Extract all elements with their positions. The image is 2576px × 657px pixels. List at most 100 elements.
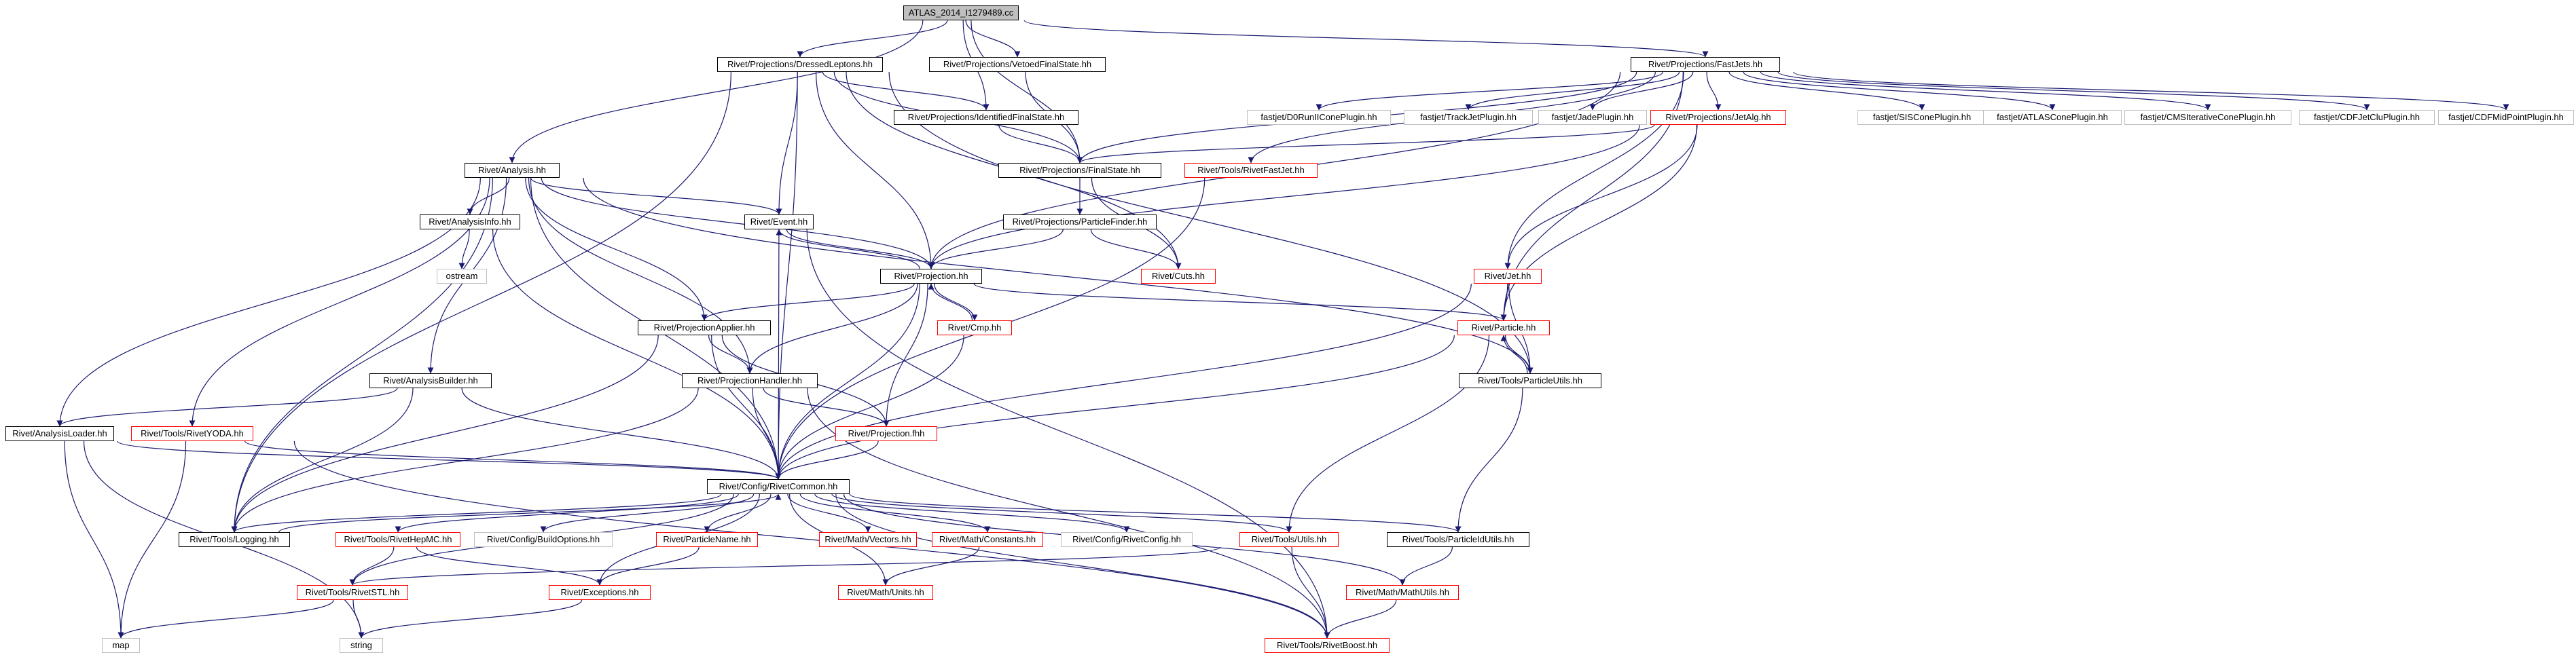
node-projhandler[interactable]: Rivet/ProjectionHandler.hh — [682, 373, 818, 388]
node-mathutils[interactable]: Rivet/Math/MathUtils.hh — [1346, 585, 1459, 600]
node-event[interactable]: Rivet/Event.hh — [744, 214, 814, 229]
edge-particlefinder-to-cuts — [1090, 229, 1182, 269]
node-buildoptions: Rivet/Config/BuildOptions.hh — [474, 532, 613, 547]
edge-fastjets-to-trackjet — [1465, 71, 1680, 111]
node-particleutils[interactable]: Rivet/Tools/ParticleUtils.hh — [1459, 373, 1601, 388]
edge-jet-to-particle — [1500, 283, 1508, 321]
edge-projapplier-to-projhandler — [708, 335, 753, 374]
edge-rivetcommon-to-utils — [831, 493, 1292, 533]
node-rivetconfig: Rivet/Config/RivetConfig.hh — [1061, 532, 1193, 547]
edge-particleidutils-to-mathutils — [1399, 546, 1453, 586]
edge-rivetstl-to-map — [117, 599, 334, 639]
node-fastjets[interactable]: Rivet/Projections/FastJets.hh — [1631, 57, 1780, 72]
node-particleidutils[interactable]: Rivet/Tools/ParticleIdUtils.hh — [1387, 532, 1529, 547]
node-rivetcommon[interactable]: Rivet/Config/RivetCommon.hh — [707, 479, 850, 494]
edge-event-to-rivetcommon — [775, 229, 782, 480]
node-particle[interactable]: Rivet/Particle.hh — [1457, 320, 1550, 335]
edge-constants-to-units — [882, 546, 980, 586]
edge-rivetcommon-to-particleidutils — [849, 493, 1462, 533]
node-projection[interactable]: Rivet/Projection.hh — [880, 269, 982, 284]
node-constants[interactable]: Rivet/Math/Constants.hh — [932, 532, 1043, 547]
edge-rivetcommon-to-rivethepmc — [395, 493, 739, 533]
node-rivetyoda[interactable]: Rivet/Tools/RivetYODA.hh — [131, 426, 253, 441]
edge-rivetcommon-to-particlename — [704, 493, 772, 533]
edge-rivetcommon-to-rivetconfig — [814, 493, 1130, 533]
edge-jetalg-to-jet — [1504, 124, 1698, 269]
node-rivetfastjet[interactable]: Rivet/Tools/RivetFastJet.hh — [1184, 163, 1318, 178]
edge-rivethepmc-to-exceptions — [416, 546, 603, 586]
edge-event-to-rivetboost — [806, 229, 1330, 639]
node-cmsiter: fastjet/CMSIterativeConePlugin.hh — [2124, 110, 2291, 125]
node-vetoedfinalstate[interactable]: Rivet/Projections/VetoedFinalState.hh — [929, 57, 1106, 72]
node-rivetstl[interactable]: Rivet/Tools/RivetSTL.hh — [297, 585, 408, 600]
node-identifiedfs[interactable]: Rivet/Projections/IdentifiedFinalState.h… — [894, 110, 1078, 125]
node-d0runii: fastjet/D0RunIIConePlugin.hh — [1247, 110, 1391, 125]
edge-dressedleptons-to-rivetcommon — [775, 71, 798, 480]
node-trackjet: fastjet/TrackJetPlugin.hh — [1404, 110, 1533, 125]
edge-analysisloader-to-rivetcommon — [117, 440, 782, 480]
edge-rivetcommon-to-constants — [799, 493, 991, 533]
node-rivethepmc[interactable]: Rivet/Tools/RivetHepMC.hh — [335, 532, 460, 547]
node-ostream: ostream — [437, 269, 487, 284]
node-logging[interactable]: Rivet/Tools/Logging.hh — [179, 532, 290, 547]
edge-utils-to-rivetboost — [1291, 546, 1330, 639]
edge-fastjets-to-cdfjetclu — [1777, 71, 2370, 111]
edge-dressedleptons-to-logging — [231, 71, 731, 533]
edge-rivetcommon-to-logging — [231, 493, 722, 533]
node-analysisbuilder[interactable]: Rivet/AnalysisBuilder.hh — [369, 373, 492, 388]
node-cuts[interactable]: Rivet/Cuts.hh — [1141, 269, 1216, 284]
edge-projhandler-to-logging — [231, 388, 699, 533]
node-map: map — [102, 638, 140, 653]
node-units[interactable]: Rivet/Math/Units.hh — [838, 585, 933, 600]
node-jetalg[interactable]: Rivet/Projections/JetAlg.hh — [1650, 110, 1786, 125]
edge-fastjets-to-jade — [1589, 71, 1694, 111]
node-jet[interactable]: Rivet/Jet.hh — [1474, 269, 1542, 284]
edge-rivetyoda-to-rivetboost — [293, 440, 1330, 639]
node-cmp[interactable]: Rivet/Cmp.hh — [937, 320, 1012, 335]
edge-fastjets-to-siscone — [1728, 71, 1925, 111]
edge-jet-to-rivetcommon — [775, 283, 1472, 480]
edge-dressedleptons-to-particleutils — [888, 71, 1534, 374]
edge-rivetyoda-to-map — [117, 440, 187, 639]
node-atlascone: fastjet/ATLASConePlugin.hh — [1983, 110, 2122, 125]
edge-analysisinfo-to-ostream — [458, 229, 470, 269]
node-utils[interactable]: Rivet/Tools/Utils.hh — [1239, 532, 1339, 547]
edge-fastjets-to-d0runii — [1316, 71, 1664, 111]
node-rivetboost[interactable]: Rivet/Tools/RivetBoost.hh — [1265, 638, 1390, 653]
edge-analysisinfo-to-rivetcommon — [492, 229, 782, 480]
node-dressedleptons[interactable]: Rivet/Projections/DressedLeptons.hh — [717, 57, 883, 72]
edge-cmp-to-projection — [928, 283, 973, 321]
edge-analysis-to-analysisinfo — [467, 177, 510, 215]
edge-particlename-to-exceptions — [596, 546, 700, 586]
edge-projhandler-to-rivetcommon — [752, 388, 782, 480]
edge-analysis-to-projection — [541, 177, 935, 269]
node-vectors[interactable]: Rivet/Math/Vectors.hh — [819, 532, 917, 547]
node-analysisinfo[interactable]: Rivet/AnalysisInfo.hh — [420, 214, 520, 229]
node-analysisloader[interactable]: Rivet/AnalysisLoader.hh — [5, 426, 114, 441]
edge-particle-to-rivetcommon — [775, 335, 1455, 480]
node-particlefinder[interactable]: Rivet/Projections/ParticleFinder.hh — [1003, 214, 1157, 229]
edge-utils-to-rivetstl — [349, 546, 1221, 586]
edge-analysis-to-event — [530, 177, 782, 215]
edge-analysisbuilder-to-logging — [231, 388, 414, 533]
node-analysis[interactable]: Rivet/Analysis.hh — [465, 163, 560, 178]
node-atlas: ATLAS_2014_I1279489.cc — [903, 5, 1019, 20]
node-cdfmidpoint: fastjet/CDFMidPointPlugin.hh — [2438, 110, 2574, 125]
edge-projection-to-projhandler — [746, 283, 918, 374]
node-projectionfhh[interactable]: Rivet/Projection.fhh — [835, 426, 937, 441]
dependency-edges — [56, 20, 2509, 639]
edge-projection-to-projectionfhh — [883, 283, 928, 427]
node-finalstate[interactable]: Rivet/Projections/FinalState.hh — [998, 163, 1161, 178]
edge-atlas-to-analysis — [509, 20, 924, 164]
edge-analysisbuilder-to-analysisloader — [56, 388, 398, 427]
edge-analysis-to-logging — [231, 177, 493, 533]
edge-exceptions-to-string — [358, 599, 583, 639]
node-particlename[interactable]: Rivet/ParticleName.hh — [656, 532, 758, 547]
edge-fastjets-to-cdfmidpoint — [1793, 71, 2509, 111]
node-projapplier[interactable]: Rivet/ProjectionApplier.hh — [638, 320, 771, 335]
node-exceptions[interactable]: Rivet/Exceptions.hh — [549, 585, 651, 600]
edge-dressedleptons-to-event — [776, 71, 798, 215]
edge-fastjets-to-jet — [1504, 71, 1684, 269]
